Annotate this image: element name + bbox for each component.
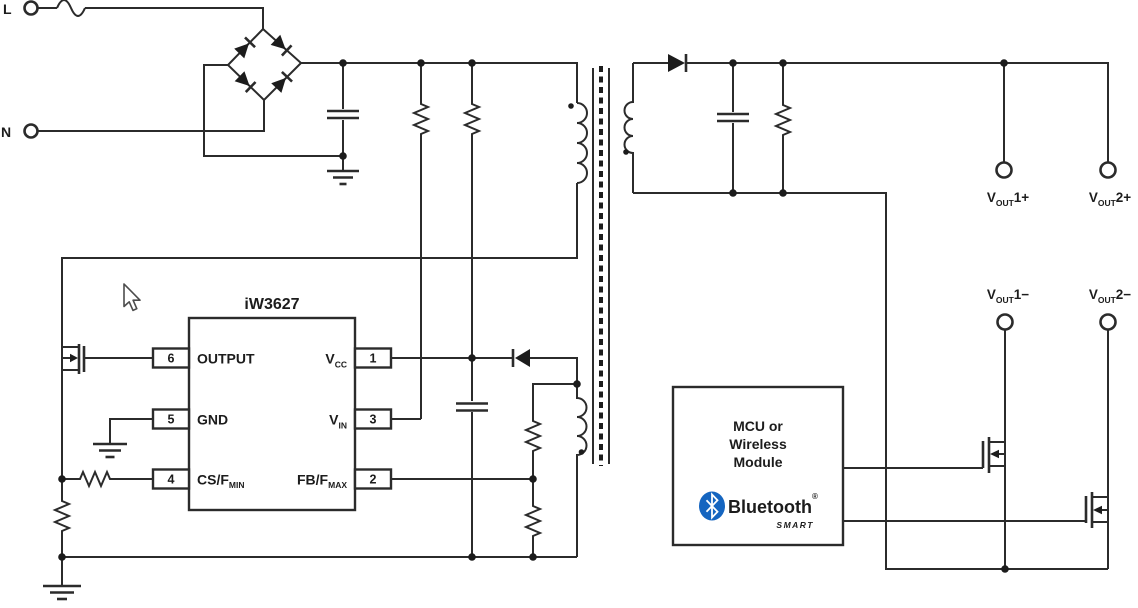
wire-dc-rail <box>301 62 578 103</box>
output-load-resistor <box>773 63 793 193</box>
bridge-outline <box>226 27 303 102</box>
cs-resistor <box>62 469 153 489</box>
mcu-module: MCU or Wireless Module Bluetooth ® SMART <box>671 385 1086 547</box>
wire <box>109 418 153 444</box>
wire <box>37 100 265 132</box>
source-resistor <box>52 479 72 557</box>
primary-ground-symbol <box>43 557 81 601</box>
bridge-diode <box>270 34 293 57</box>
output-section: VOUT1+ VOUT2+ VOUT1− VOUT2− <box>633 54 1131 570</box>
pin-label-csfmin: CS/FMIN <box>197 472 244 491</box>
pin-box-6 <box>151 347 191 369</box>
pin-label-gnd: GND <box>197 412 228 428</box>
primary-phase-dot <box>568 103 574 109</box>
pin-label-vin: VIN <box>329 412 347 431</box>
pin-number: 1 <box>370 352 377 366</box>
auxiliary-phase-dot <box>578 449 585 455</box>
power-mosfet <box>62 344 153 374</box>
primary-winding <box>576 102 588 184</box>
pin-label-output: OUTPUT <box>197 351 255 367</box>
neutral-terminal <box>23 123 39 139</box>
vcc-bus-resistor <box>462 63 482 401</box>
pin-box-2 <box>353 468 393 490</box>
bridge-diode <box>271 71 293 93</box>
mouse-cursor <box>123 283 141 312</box>
ac-input-section: L N <box>1 0 265 140</box>
mosfet-arrow <box>70 353 78 363</box>
current-sense-network <box>43 469 577 601</box>
vcc-diode <box>511 349 530 367</box>
neutral-label: N <box>1 124 11 140</box>
vin-startup-resistor <box>411 63 431 419</box>
mcu-text-line2: Wireless <box>729 436 787 452</box>
output-rectifier-diode <box>668 54 688 72</box>
output-mosfet-1 <box>981 329 1006 569</box>
vcc-capacitor <box>456 402 488 557</box>
pin-box-5 <box>151 408 191 430</box>
pin-box-4 <box>151 468 191 490</box>
input-ground-symbol <box>327 156 359 186</box>
pin-box-3 <box>353 408 393 430</box>
bluetooth-logo: Bluetooth ® SMART <box>699 491 818 530</box>
ic-ground <box>93 418 153 459</box>
mcu-box <box>671 385 845 547</box>
wire-vout-rail <box>687 62 1109 163</box>
feedback-resistor-divider <box>523 383 577 557</box>
wire-drain-node <box>61 183 578 479</box>
pin-box-1 <box>353 347 393 369</box>
output-mosfet-2 <box>1084 329 1109 569</box>
vout1-minus-label: VOUT1− <box>987 287 1029 305</box>
vout2-minus-label: VOUT2− <box>1089 287 1131 305</box>
live-terminal <box>23 0 39 16</box>
bridge-diode <box>234 71 257 93</box>
vout1-plus-terminal <box>995 161 1013 179</box>
vout2-minus-terminal <box>1099 313 1117 331</box>
pin-number: 4 <box>168 473 175 487</box>
gnd-pin-ground-symbol <box>93 442 127 459</box>
pin-number: 6 <box>168 352 175 366</box>
wire <box>530 357 578 384</box>
mcu-text-line1: MCU or <box>733 418 783 434</box>
bluetooth-brand-text: Bluetooth <box>728 497 812 517</box>
input-bulk-capacitor <box>327 63 359 156</box>
vcc-feedback-network <box>390 349 578 557</box>
bluetooth-brand-mark: ® <box>812 492 818 501</box>
mosfet-arrow <box>990 449 999 459</box>
bridge-rectifier <box>226 27 303 102</box>
pin-number: 2 <box>370 473 377 487</box>
ic-title: iW3627 <box>244 296 299 313</box>
wire-output-return <box>633 192 1108 570</box>
wire <box>85 7 264 29</box>
wire-dc-return <box>203 64 343 157</box>
fuse <box>56 0 86 17</box>
pin-label-vcc: VCC <box>325 351 347 370</box>
bridge-diode <box>234 36 256 59</box>
mosfet-arrow <box>1093 505 1102 515</box>
output-capacitor <box>717 63 749 193</box>
pin-label-fbfmax: FB/FMAX <box>297 472 347 491</box>
primary-dc-bus <box>203 62 578 557</box>
secondary-phase-dot <box>623 149 629 155</box>
vout2-plus-terminal <box>1099 161 1117 179</box>
vout2-plus-label: VOUT2+ <box>1089 190 1131 208</box>
secondary-winding <box>623 63 634 193</box>
pin-number: 3 <box>370 413 377 427</box>
ic-body <box>187 316 357 512</box>
vout1-plus-label: VOUT1+ <box>987 190 1029 208</box>
transformer <box>61 63 634 557</box>
bluetooth-rune-icon <box>705 492 719 520</box>
live-label: L <box>3 1 12 17</box>
pin-number: 5 <box>168 413 175 427</box>
mcu-text-line3: Module <box>734 454 783 470</box>
ic-iw3627: iW3627 6 5 4 1 3 2 OUTPUT GND CS/FMIN VC… <box>151 296 393 512</box>
bluetooth-smart-text: SMART <box>776 520 814 530</box>
auxiliary-winding <box>576 384 588 557</box>
vout1-minus-terminal <box>996 313 1014 331</box>
junction-dots <box>58 59 1009 573</box>
